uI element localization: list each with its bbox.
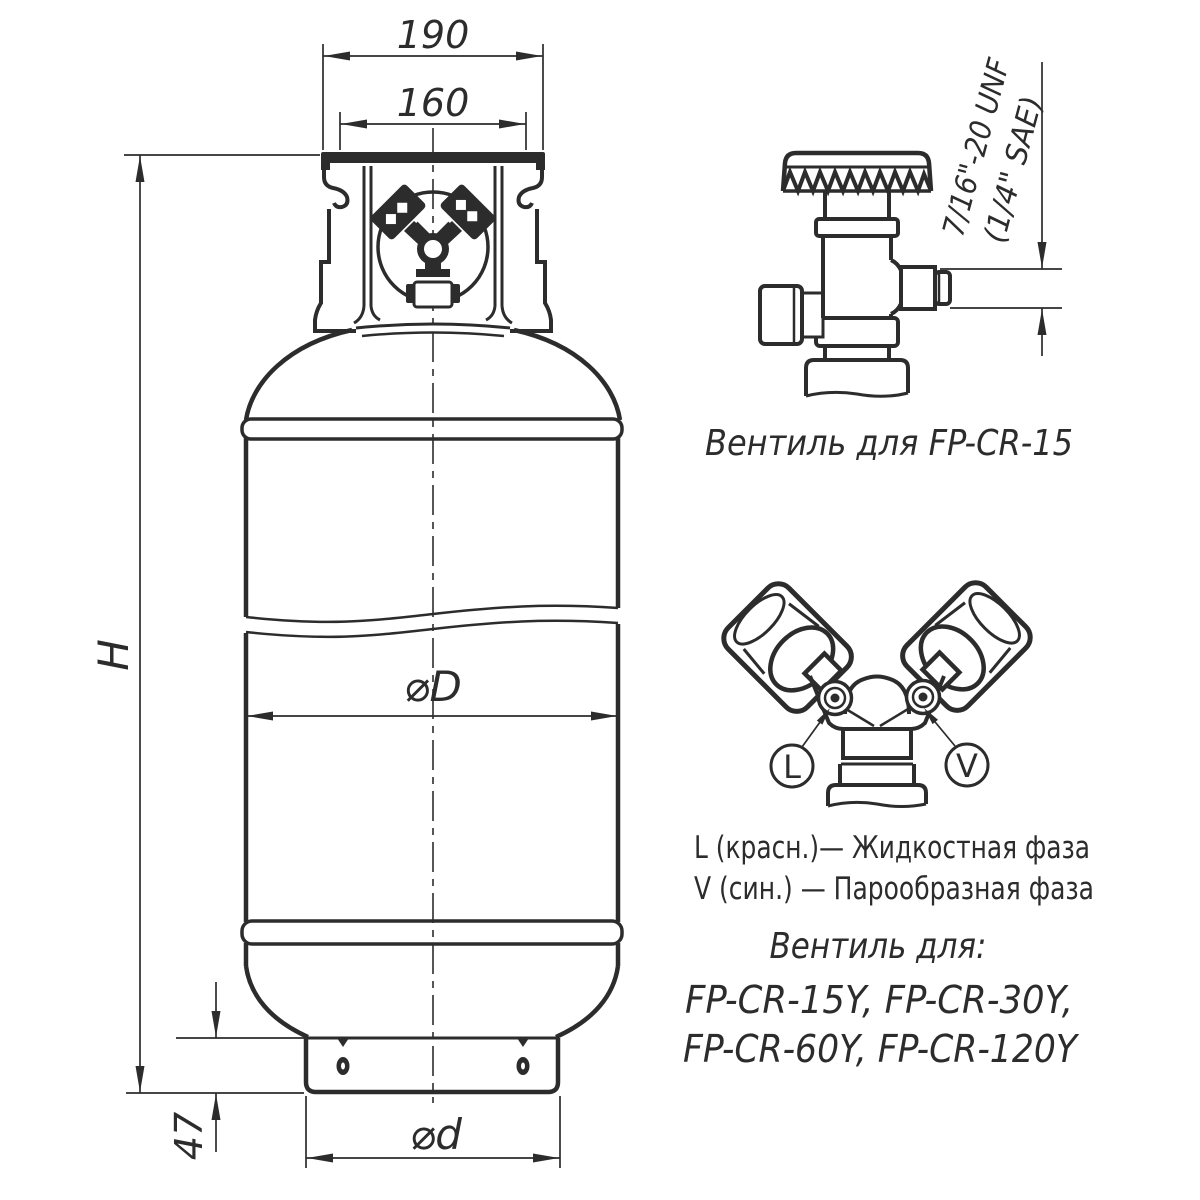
collar-valve-knob-left xyxy=(370,184,426,240)
bottom-dome-right xyxy=(555,965,621,1040)
collar-valve-knob-right xyxy=(440,184,496,240)
cylinder-figure: 190 160 H ⌀D xyxy=(89,13,624,1168)
dim-label-d: ⌀d xyxy=(410,1110,462,1159)
dual-valve-caption: Вентиль для: FP-CR-15Y, FP-CR-30Y, FP-CR… xyxy=(683,926,1080,1071)
weld-band-top xyxy=(240,417,624,441)
port-right-label: V xyxy=(956,747,978,785)
dim-label-190: 190 xyxy=(397,13,470,57)
collar-wall-right xyxy=(510,209,553,333)
weld-band-bottom xyxy=(240,919,624,946)
collar-handle-hook-right xyxy=(516,163,544,210)
dim-diameter-D: ⌀D xyxy=(246,662,618,721)
dual-valve-body xyxy=(808,674,946,808)
dim-160: 160 xyxy=(339,81,527,150)
collar-valve-port xyxy=(422,238,444,260)
dim-label-47: 47 xyxy=(167,1112,211,1160)
single-valve-caption: Вентиль для FP-CR-15 xyxy=(705,423,1073,464)
single-valve-figure: 7/16"-20 UNF (1/4" SAE) Вентиль для FP-C… xyxy=(705,54,1073,464)
legend-line-vapor: V (син.) — Парообразная фаза xyxy=(694,871,1094,907)
dual-valve-port-left xyxy=(816,679,854,717)
handwheel-icon xyxy=(780,150,934,197)
dual-valve-figure: L V L (красн.)— Жидкостная фаза V (син.)… xyxy=(683,580,1094,1071)
valve-right-outlet xyxy=(890,258,952,316)
collar-top-plate xyxy=(321,152,545,163)
valve-mount-flange xyxy=(804,358,910,396)
handwheel-teeth xyxy=(781,166,933,197)
port-right-badge: V xyxy=(924,708,990,788)
weld-tack-right xyxy=(517,1038,529,1047)
cylinder-body xyxy=(240,417,624,1040)
dim-base-diameter-d: ⌀d xyxy=(305,1096,561,1168)
bottom-dome-left xyxy=(243,965,309,1040)
base-skirt xyxy=(303,1036,561,1095)
dim-47: 47 xyxy=(167,982,308,1160)
dim-height-H: H xyxy=(89,154,320,1094)
valve-body xyxy=(821,236,893,318)
dim-label-D: ⌀D xyxy=(404,662,462,711)
port-left-badge: L xyxy=(769,708,830,789)
weld-tack-left xyxy=(337,1038,349,1047)
dual-valve-legend: L (красн.)— Жидкостная фаза V (син.) — П… xyxy=(694,830,1094,907)
dim-190: 190 xyxy=(322,13,544,150)
cylinder-shoulder xyxy=(243,322,623,421)
legend-line-liquid: L (красн.)— Жидкостная фаза xyxy=(694,830,1090,866)
collar-valve-bracket xyxy=(412,280,454,309)
thread-dimension: 7/16"-20 UNF (1/4" SAE) xyxy=(936,54,1062,356)
break-line-upper xyxy=(245,604,619,624)
collar-inner-wall-left xyxy=(362,166,373,306)
break-line-lower xyxy=(245,619,619,639)
dual-valve-caption-models-1: FP-CR-15Y, FP-CR-30Y, xyxy=(685,978,1073,1022)
dual-valve-caption-title: Вентиль для: xyxy=(770,926,987,967)
dim-label-160: 160 xyxy=(397,81,470,125)
collar-wall-left xyxy=(313,209,356,333)
collar-handle-hook-left xyxy=(322,163,350,210)
dim-label-H: H xyxy=(89,639,138,671)
valve-left-outlet xyxy=(758,284,825,346)
port-left-label: L xyxy=(783,748,801,786)
collar xyxy=(313,152,553,333)
collar-inner-wall-right xyxy=(493,166,504,306)
dual-valve-port-right xyxy=(904,678,942,716)
dual-valve-caption-models-2: FP-CR-60Y, FP-CR-120Y xyxy=(683,1027,1080,1071)
collar-valve xyxy=(370,184,496,309)
